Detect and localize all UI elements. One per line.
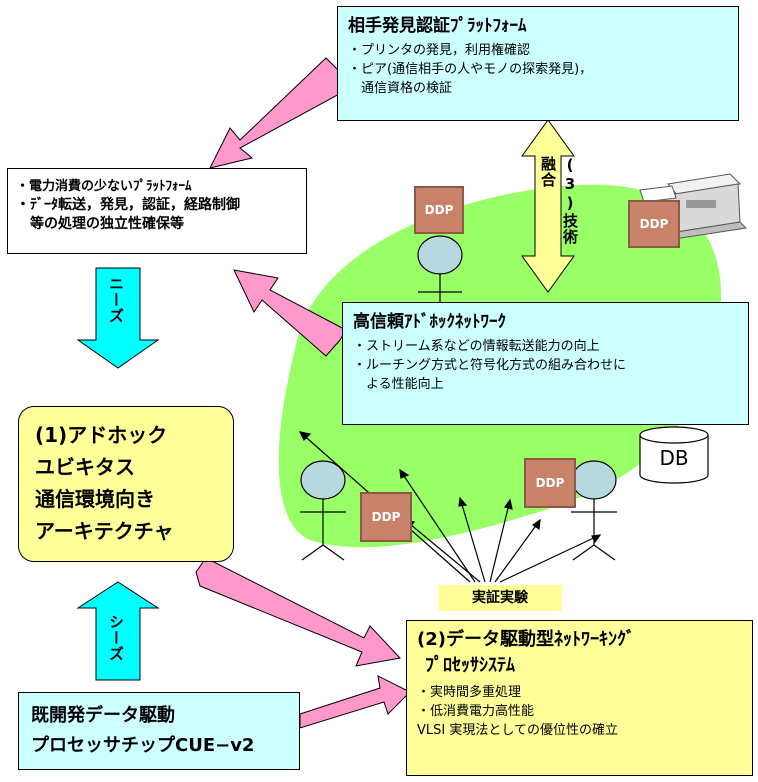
processor-system-box: (2)データ駆動型ﾈｯﾄﾜｰｷﾝｸﾞ ﾌﾟﾛｾｯｻｼｽﾃﾑ ・実時間多重処理 ・… <box>406 620 753 776</box>
arrow-network-to-needs <box>233 269 347 357</box>
db-label: DB <box>659 446 689 470</box>
network-title: 高信頼ｱﾄﾞﾎｯｸﾈｯﾄﾜｰｸ <box>353 312 506 332</box>
database-icon <box>639 426 709 484</box>
needs-arrow <box>76 267 160 369</box>
tech-fusion-label: (3)技術融合 <box>539 156 579 245</box>
person-icon <box>300 460 346 561</box>
person-icon <box>571 460 617 561</box>
tech-fusion-arrow <box>521 119 575 293</box>
architecture-box: (1)アドホック ユビキタス 通信環境向き アーキテクチャ <box>18 406 234 562</box>
needs-label: ニーズ <box>107 276 125 324</box>
ddp-chip: DDP <box>360 492 412 542</box>
printer-icon <box>639 173 748 241</box>
seeds-arrow <box>76 581 160 681</box>
ddp-chip: DDP <box>524 458 576 508</box>
seeds-label: シーズ <box>107 614 125 662</box>
ddp-chip: DDP <box>414 186 464 234</box>
adhoc-network-box: 高信頼ｱﾄﾞﾎｯｸﾈｯﾄﾜｰｸ ・ストリーム系などの情報転送能力の向上 ・ルーチ… <box>342 302 749 425</box>
arrow-platform-to-needs <box>209 57 355 169</box>
ddp-chip: DDP <box>628 200 680 248</box>
platform-title: 相手発見認証ﾌﾟﾗｯﾄﾌｫｰﾑ <box>348 16 527 36</box>
platform-box: 相手発見認証ﾌﾟﾗｯﾄﾌｫｰﾑ ・プリンタの発見，利用権確認 ・ピア(通信相手の… <box>337 6 739 121</box>
needs-requirements-box: ・電力消費の少ないﾌﾟﾗｯﾄﾌｫｰﾑ ・ﾃﾞｰﾀ転送，発見，認証，経路制御 等の… <box>7 168 307 254</box>
experiment-label: 実証実験 <box>438 585 562 611</box>
developed-chip-box: 既開発データ駆動 プロセッサチップCUE−v2 <box>18 692 300 770</box>
arrow-chip-to-processor <box>299 675 411 729</box>
arrow-arch-to-processor <box>195 557 401 667</box>
